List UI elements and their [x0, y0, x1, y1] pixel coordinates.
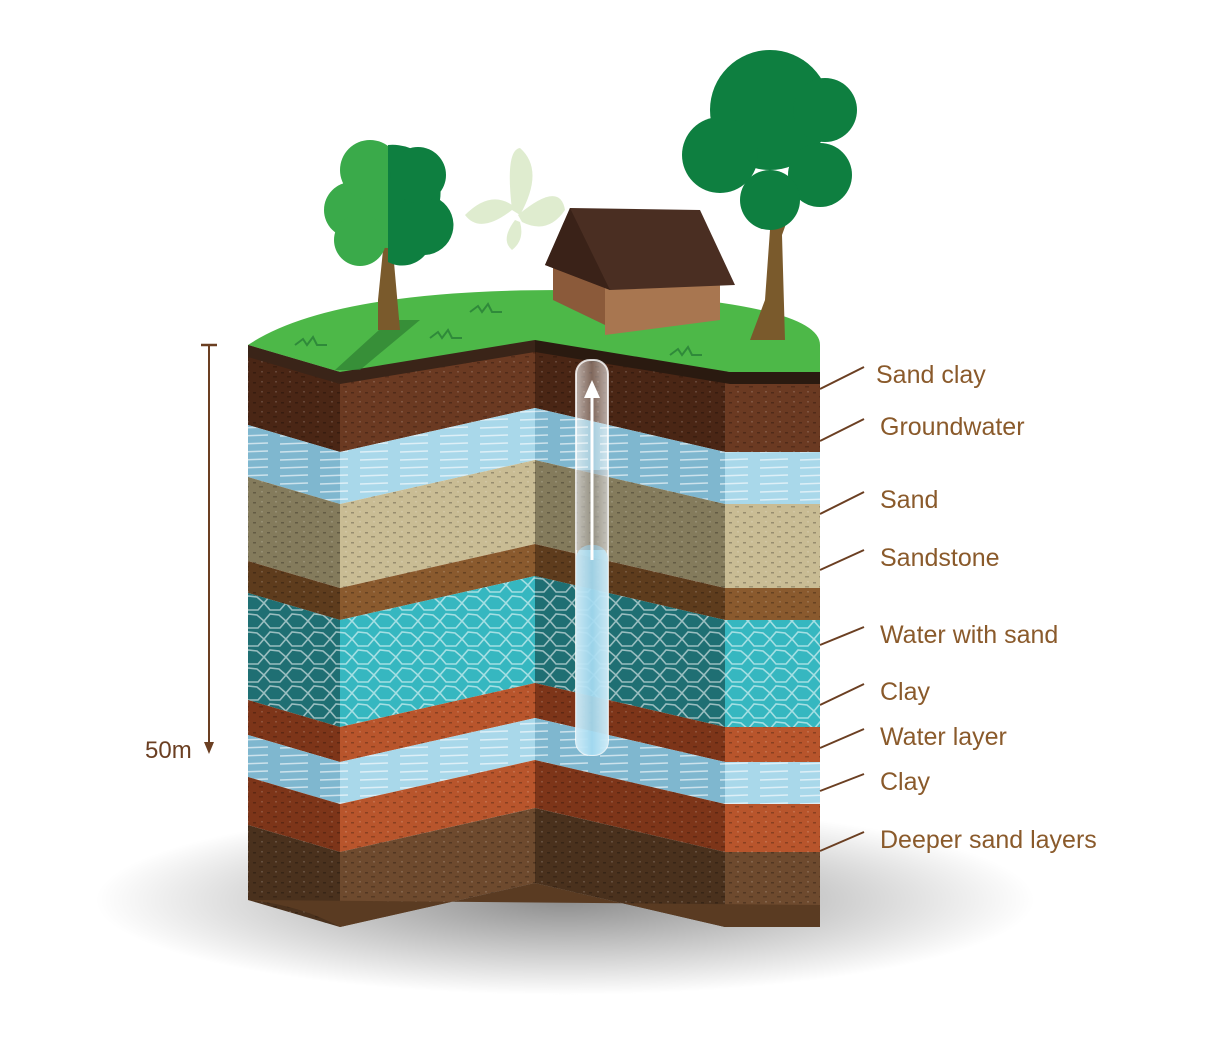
layer-label: Water layer: [880, 723, 1007, 751]
stratum-texture: [340, 808, 535, 927]
stratum-texture: [248, 700, 340, 762]
stratum-texture: [725, 804, 820, 852]
stratum-texture: [340, 460, 535, 588]
label-leader-line: [819, 773, 865, 792]
strata-base: [248, 883, 820, 927]
depth-label: 50m: [145, 737, 192, 764]
layer-label: Clay: [880, 678, 931, 706]
stratum-texture: [248, 561, 340, 620]
stratum-texture: [725, 372, 820, 452]
stratum-texture: [535, 808, 725, 927]
stratum-texture: [248, 593, 340, 727]
house-icon: [545, 208, 735, 335]
label-leader-line: [819, 728, 865, 749]
layer-label: Sandstone: [880, 544, 1000, 572]
stratum-texture: [725, 504, 820, 588]
layer-label: Deeper sand layers: [880, 826, 1097, 854]
stratum-texture: [248, 777, 340, 852]
stratum-texture: [248, 735, 340, 804]
layer-label: Sand: [880, 486, 938, 514]
label-leader-line: [819, 549, 865, 571]
stratum-texture: [340, 718, 535, 804]
stratum-texture: [725, 452, 820, 504]
well-pipe-icon: [575, 359, 609, 756]
stratum-texture: [340, 760, 535, 852]
stratum-texture: [725, 762, 820, 804]
stratum-texture: [725, 620, 820, 727]
stratum-texture: [340, 544, 535, 620]
layer-label: Water with sand: [880, 621, 1058, 649]
stratum-texture: [535, 760, 725, 852]
stratum-texture: [340, 683, 535, 762]
strata-block: [248, 328, 820, 927]
stratum-texture: [340, 408, 535, 504]
layer-label: Sand clay: [876, 361, 986, 389]
butterfly-icon: [465, 148, 565, 250]
stratum-texture: [725, 588, 820, 620]
layer-label: Groundwater: [880, 413, 1025, 441]
label-leader-line: [819, 626, 865, 646]
label-leader-line: [819, 491, 865, 515]
tree-icon: [324, 140, 454, 330]
stratum-texture: [725, 727, 820, 762]
label-leader-line: [819, 366, 865, 390]
stratum-texture: [248, 477, 340, 588]
label-leader-line: [819, 418, 865, 442]
tree-icon: [682, 50, 857, 340]
stratum-texture: [340, 576, 535, 727]
layer-label: Clay: [880, 768, 931, 796]
label-leader-line: [819, 683, 865, 706]
label-leader-line: [819, 831, 865, 852]
stratum-texture: [248, 425, 340, 504]
depth-marker: 50m: [145, 343, 217, 764]
